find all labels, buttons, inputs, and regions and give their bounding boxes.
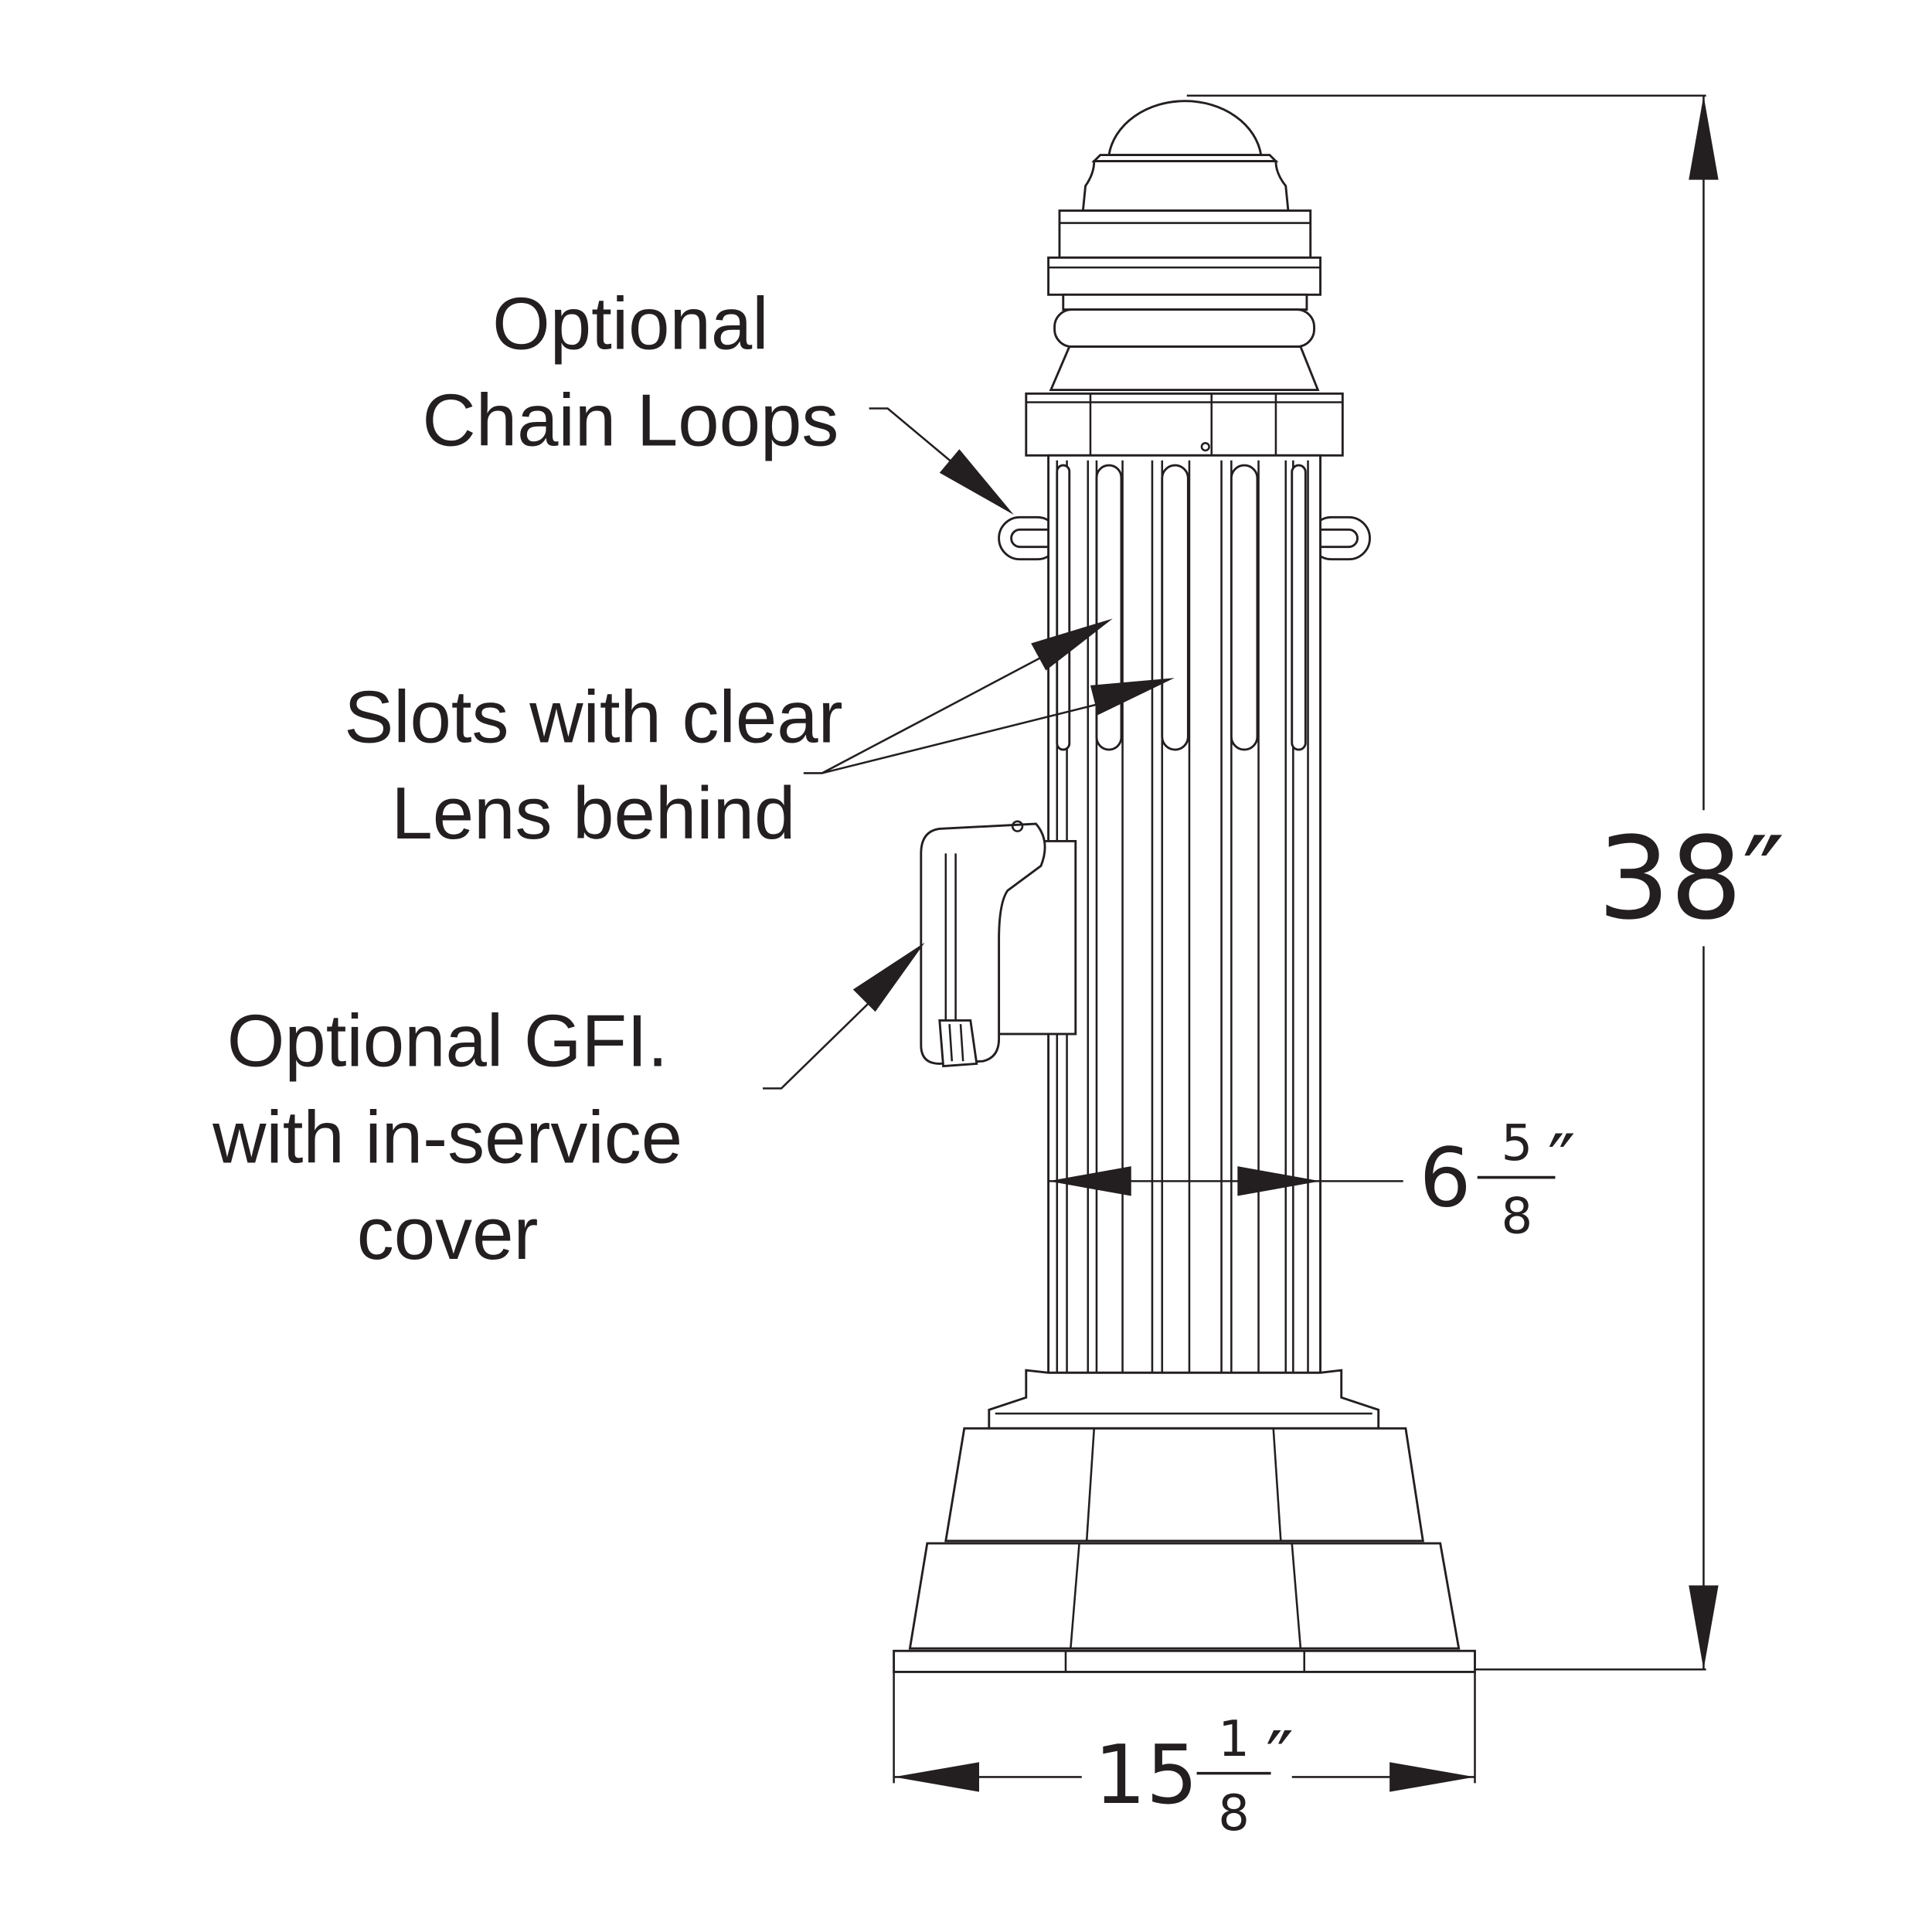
gfi-label-1: Optional GFI. <box>227 1000 668 1083</box>
column-width-dimension: 6 5 8 ″ <box>1048 1115 1576 1246</box>
lens-slot <box>1095 464 1123 751</box>
base-width-whole: 15 <box>1094 1727 1198 1822</box>
chain-loops-label-1: Optional <box>492 283 768 366</box>
gfi-callout: Optional GFI. with in-service cover <box>212 942 925 1275</box>
slots-label-1: Slots with clear <box>344 675 842 758</box>
base-width-unit: ″ <box>1266 1716 1294 1802</box>
bollard-top <box>1025 100 1344 457</box>
bollard-base <box>893 1369 1476 1673</box>
height-label: 38″ <box>1597 812 1784 945</box>
lens-slot <box>1056 464 1071 751</box>
height-dimension: 38″ <box>1186 94 1785 1671</box>
base-width-num: 1 <box>1218 1711 1250 1768</box>
slots-label-2: Lens behind <box>391 772 795 855</box>
chain-loops-label-2: Chain Loops <box>422 379 838 462</box>
gfi-cover <box>920 820 1077 1068</box>
lens-slot <box>1161 464 1189 751</box>
column-width-unit: ″ <box>1548 1118 1576 1205</box>
base-width-den: 8 <box>1218 1785 1250 1842</box>
gfi-label-3: cover <box>357 1192 539 1275</box>
slots-callout: Slots with clear Lens behind <box>344 618 1175 855</box>
bollard-column <box>1047 454 1321 1374</box>
chain-loops-callout: Optional Chain Loops <box>422 283 1014 515</box>
gfi-label-2: with in-service <box>212 1096 682 1179</box>
column-width-num: 5 <box>1502 1115 1533 1172</box>
column-width-den: 8 <box>1502 1189 1533 1246</box>
lens-slot <box>1291 464 1307 751</box>
base-width-dimension: 15 1 8 ″ <box>893 1672 1476 1842</box>
column-width-whole: 6 <box>1420 1130 1471 1225</box>
lens-slot <box>1230 464 1259 751</box>
